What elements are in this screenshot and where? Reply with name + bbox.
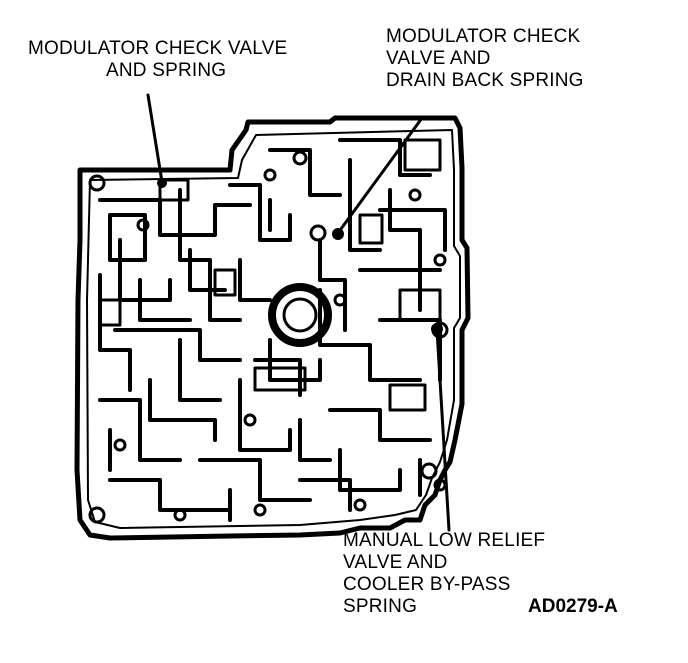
callout-line: MODULATOR CHECK [386, 26, 581, 47]
callout-line: MODULATOR CHECK VALVE [28, 38, 288, 59]
callout-modulator-check-valve-and-spring: MODULATOR CHECK VALVE AND SPRING [28, 38, 287, 82]
rectangular-windows [98, 138, 442, 412]
callout-line: VALVE AND [343, 552, 448, 573]
callout-manual-low-relief-valve-and-cooler-bypass-spring: MANUAL LOW RELIEF VALVE AND COOLER BY-PA… [343, 530, 545, 618]
callout-line: COOLER BY-PASS [343, 574, 511, 595]
figure-id: AD0279-A [528, 596, 618, 617]
leader-line-modulator-check-valve [146, 93, 164, 184]
leader-line-manual-low-relief [435, 328, 451, 532]
leader-lines [146, 93, 451, 532]
callout-line: MANUAL LOW RELIEF [343, 530, 546, 551]
leader-line-drain-back-spring [336, 116, 424, 235]
callout-line: AND SPRING [106, 60, 227, 81]
callout-line: SPRING [343, 596, 418, 617]
callout-line: DRAIN BACK SPRING [386, 70, 584, 91]
central-port [268, 283, 332, 347]
callout-modulator-check-valve-and-drain-back-spring: MODULATOR CHECK VALVE AND DRAIN BACK SPR… [386, 26, 584, 92]
callout-line: VALVE AND [386, 48, 491, 69]
passage-network [98, 138, 447, 522]
bolt-holes [88, 150, 449, 524]
